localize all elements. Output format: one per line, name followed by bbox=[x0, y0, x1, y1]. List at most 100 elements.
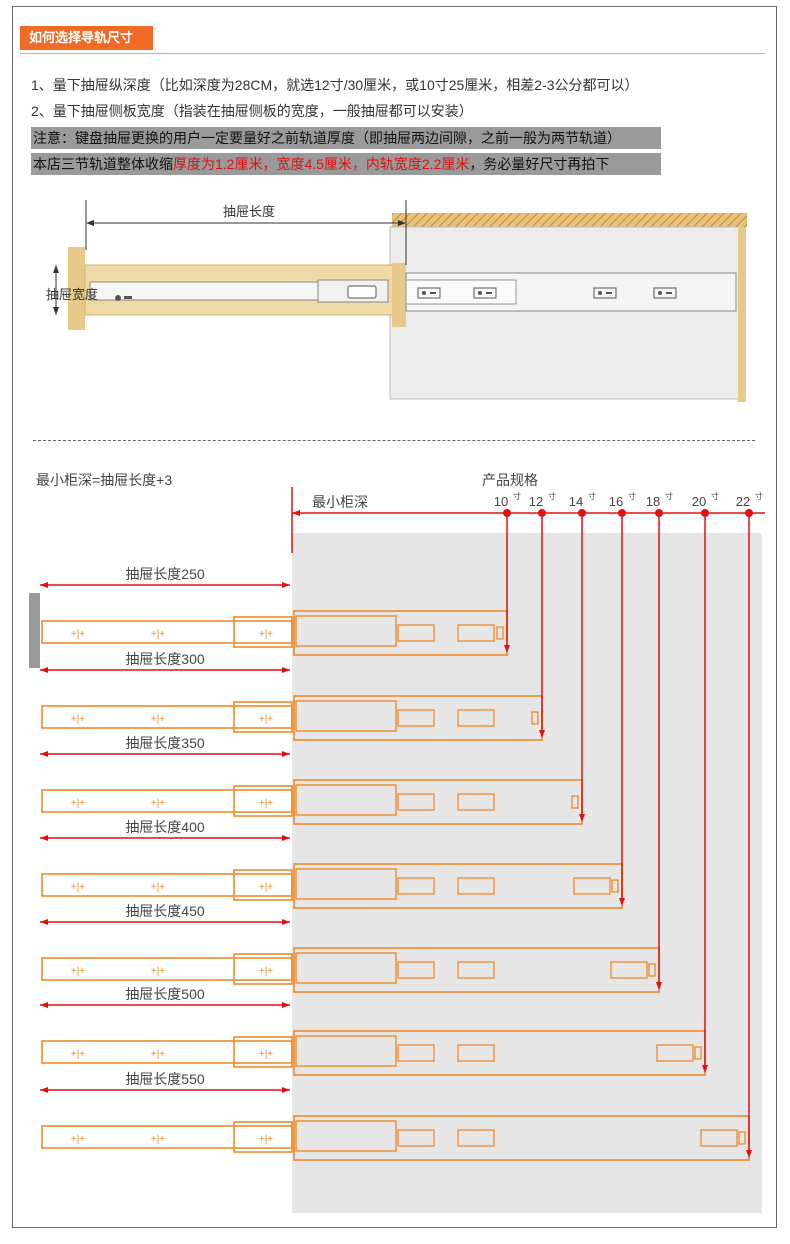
section-divider bbox=[33, 440, 755, 441]
rail-screw-mark: +|+ bbox=[151, 798, 165, 809]
formula-label: 最小柜深=抽屉长度+3 bbox=[36, 472, 172, 488]
rail-screw-mark: +|+ bbox=[151, 1049, 165, 1060]
rail-screw-mark: +|+ bbox=[259, 714, 273, 725]
size-unit-16: 寸 bbox=[628, 491, 636, 501]
drawer-length-arrow-right bbox=[282, 919, 290, 925]
rail-mount-holes bbox=[115, 287, 677, 301]
middle-rail bbox=[295, 1120, 397, 1152]
size-marker-18 bbox=[655, 509, 663, 517]
size-marker-16 bbox=[618, 509, 626, 517]
mount-slot bbox=[397, 877, 435, 895]
mount-slot bbox=[397, 624, 435, 642]
size-label-12: 12 bbox=[529, 494, 543, 509]
cabinet-wall bbox=[29, 593, 40, 668]
drawer-length-label: 抽屉长度550 bbox=[125, 1071, 205, 1087]
instruction-width: 2、量下抽屉侧板宽度（指装在抽屉侧板的宽度，一般抽屉都可以安装） bbox=[31, 103, 473, 119]
rail-screw-mark: +|+ bbox=[259, 882, 273, 893]
size-marker-14 bbox=[578, 509, 586, 517]
inner-rail-end bbox=[233, 785, 293, 817]
middle-rail bbox=[295, 700, 397, 732]
size-label-18: 18 bbox=[646, 494, 660, 509]
inner-rail-end bbox=[233, 1036, 293, 1068]
mount-slot bbox=[397, 961, 435, 979]
page-frame bbox=[12, 6, 777, 1228]
depth-arrow-head bbox=[504, 645, 510, 653]
rail-stopper bbox=[694, 1046, 702, 1060]
drawer-length-arrow-right bbox=[282, 751, 290, 757]
mount-slot bbox=[457, 709, 495, 727]
min-depth-label: 最小柜深 bbox=[312, 494, 368, 510]
drawer-length-arrow-right bbox=[282, 582, 290, 588]
drawer-length-arrow-left bbox=[40, 667, 48, 673]
rail-screw-mark: +|+ bbox=[71, 966, 85, 977]
mount-slot bbox=[700, 1129, 738, 1147]
drawer-measure-diagram: 抽屉长度 抽屉宽度 bbox=[46, 200, 747, 402]
drawer-length-label: 抽屉长度500 bbox=[125, 986, 205, 1002]
section-title: 如何选择导轨尺寸 bbox=[20, 26, 153, 50]
instruction-depth: 1、量下抽屉纵深度（比如深度为28CM，就选12寸/30厘米，或10寸25厘米，… bbox=[31, 77, 639, 93]
rail-screw-mark: +|+ bbox=[259, 798, 273, 809]
drawer-front-panel bbox=[68, 247, 85, 330]
size-unit-20: 寸 bbox=[711, 491, 719, 501]
size-label-22: 22 bbox=[736, 494, 750, 509]
size-label-16: 16 bbox=[609, 494, 623, 509]
rail-screw-mark: +|+ bbox=[71, 629, 85, 640]
drawer-length-arrow-left bbox=[40, 1002, 48, 1008]
rail-screw-mark: +|+ bbox=[259, 966, 273, 977]
drawer-length-arrow-right bbox=[282, 1002, 290, 1008]
rail-screw-mark: +|+ bbox=[259, 629, 273, 640]
rail-screw-mark: +|+ bbox=[71, 1134, 85, 1145]
size-marker-20 bbox=[701, 509, 709, 517]
width-label: 抽屉宽度 bbox=[46, 287, 98, 302]
drawer-length-arrow-left bbox=[40, 582, 48, 588]
rail-screw-mark: +|+ bbox=[71, 1049, 85, 1060]
rail-stopper bbox=[531, 711, 539, 725]
inner-rail-end bbox=[233, 953, 293, 985]
drawer-length-label: 抽屉长度350 bbox=[125, 735, 205, 751]
size-marker-10 bbox=[503, 509, 511, 517]
size-label-10: 10 bbox=[494, 494, 508, 509]
rail-stopper bbox=[496, 626, 504, 640]
inner-rail-end bbox=[233, 701, 293, 733]
size-label-20: 20 bbox=[692, 494, 706, 509]
note-rail-dimensions: 本店三节轨道整体收缩厚度为1.2厘米，宽度4.5厘米，内轨宽度2.2厘米，务必量… bbox=[31, 153, 661, 175]
title-divider bbox=[20, 53, 765, 54]
size-unit-22: 寸 bbox=[755, 491, 763, 501]
rail-screw-mark: +|+ bbox=[151, 629, 165, 640]
mount-slot bbox=[610, 961, 648, 979]
rail-screw-mark: +|+ bbox=[259, 1134, 273, 1145]
drawer-length-arrow-left bbox=[40, 751, 48, 757]
rail-screw-mark: +|+ bbox=[71, 798, 85, 809]
mount-slot bbox=[457, 793, 495, 811]
drawer-length-label: 抽屉长度400 bbox=[125, 819, 205, 835]
note-keyboard-drawer: 注意：键盘抽屉更换的用户一定要量好之前轨道厚度（即抽屉两边间隙，之前一般为两节轨… bbox=[31, 127, 661, 149]
rail-slider-lock bbox=[347, 285, 377, 299]
size-marker-12 bbox=[538, 509, 546, 517]
size-unit-14: 寸 bbox=[588, 491, 596, 501]
note-rail-prefix: 本店三节轨道整体收缩 bbox=[33, 156, 173, 172]
mount-slot bbox=[656, 1044, 694, 1062]
rail-screw-mark: +|+ bbox=[259, 1049, 273, 1060]
middle-rail bbox=[295, 615, 397, 647]
mount-slot bbox=[457, 1044, 495, 1062]
note-rail-highlight: 厚度为1.2厘米，宽度4.5厘米，内轨宽度2.2厘米 bbox=[173, 156, 470, 172]
drawer-length-label: 抽屉长度450 bbox=[125, 903, 205, 919]
mount-slot bbox=[457, 624, 495, 642]
rail-screw-mark: +|+ bbox=[151, 882, 165, 893]
cabinet-body bbox=[389, 226, 741, 400]
drawer-back-panel bbox=[392, 263, 406, 327]
depth-arrow-head bbox=[656, 982, 662, 990]
mount-slot bbox=[457, 877, 495, 895]
size-marker-22 bbox=[745, 509, 753, 517]
depth-arrow-head bbox=[746, 1150, 752, 1158]
mount-slot bbox=[457, 961, 495, 979]
inner-rail-end bbox=[233, 869, 293, 901]
drawer-length-label: 抽屉长度250 bbox=[125, 566, 205, 582]
rail-stopper bbox=[571, 795, 579, 809]
cabinet-depth-area bbox=[292, 533, 762, 1213]
rail-screw-mark: +|+ bbox=[151, 714, 165, 725]
drawer-length-arrow-right bbox=[282, 667, 290, 673]
size-unit-12: 寸 bbox=[548, 491, 556, 501]
cabinet-top-hatch bbox=[392, 213, 747, 227]
middle-rail bbox=[295, 868, 397, 900]
